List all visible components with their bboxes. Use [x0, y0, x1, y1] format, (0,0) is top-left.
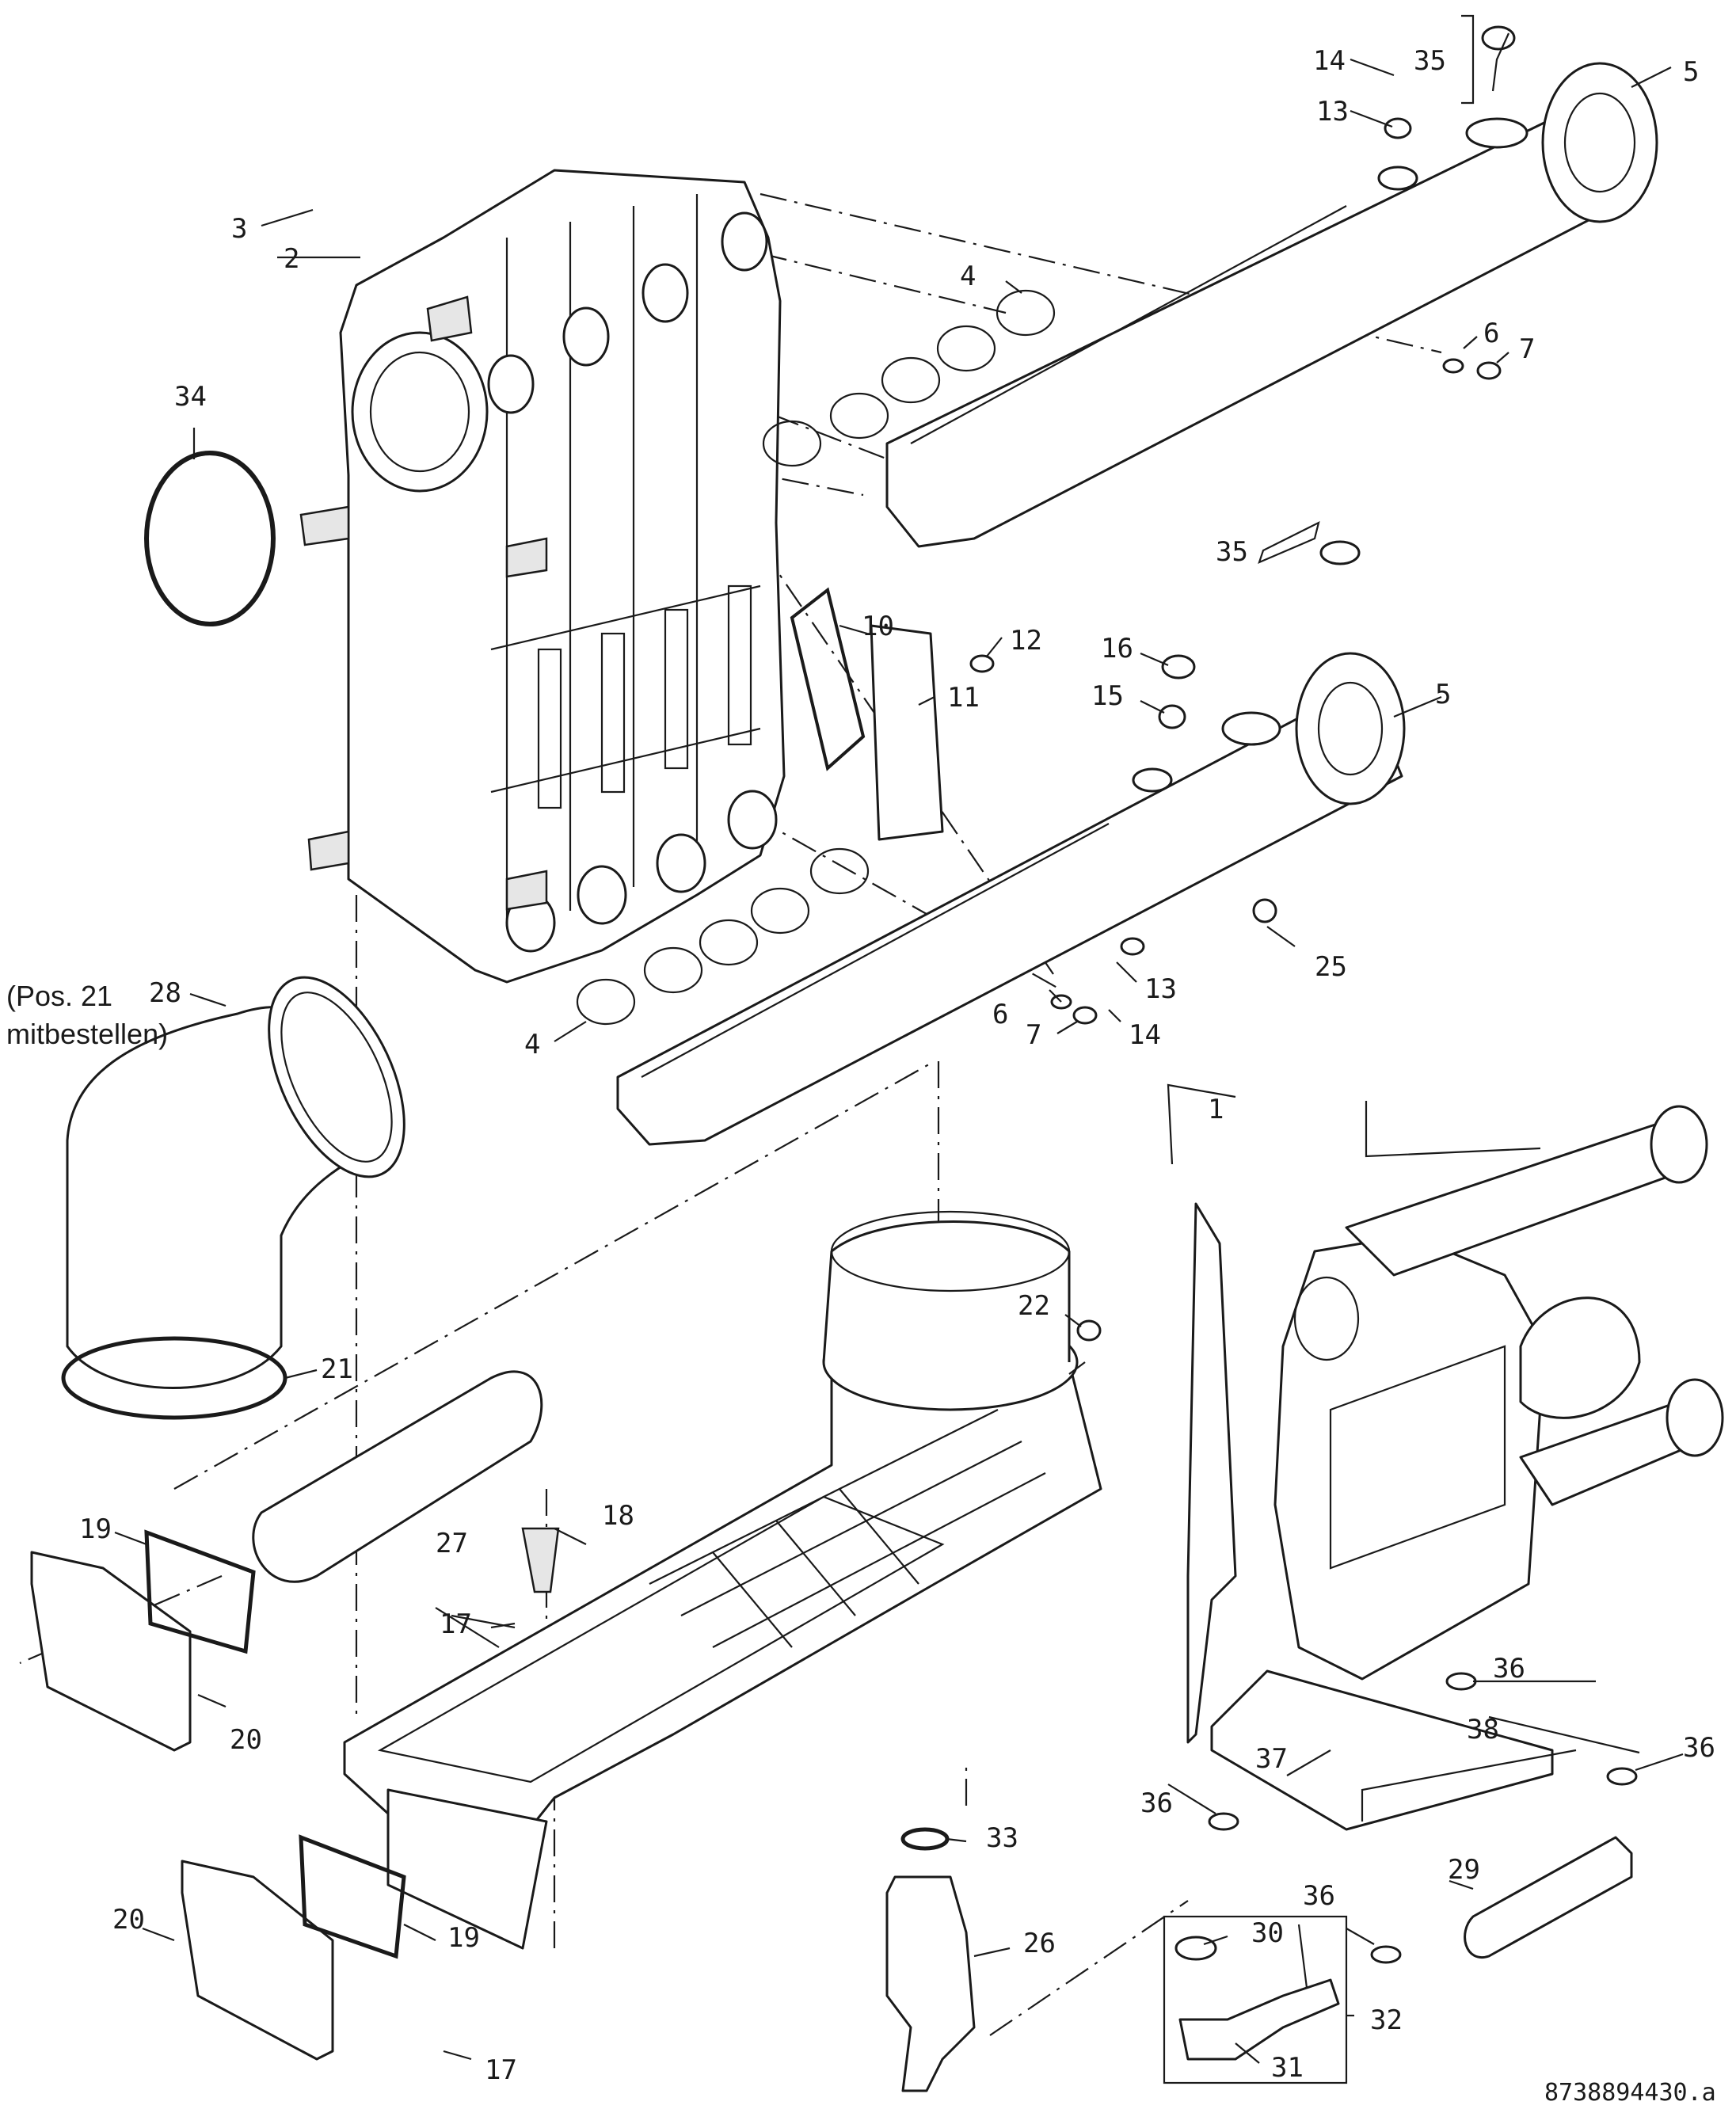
label-13-lower: 13 [1144, 973, 1177, 1005]
label-12: 12 [1010, 625, 1042, 657]
note-line-2: mitbestellen) [6, 1018, 168, 1050]
label-11: 11 [947, 682, 980, 714]
label-1: 1 [1208, 1094, 1224, 1125]
label-19-lower: 19 [447, 1922, 480, 1954]
seal-33 [900, 1827, 950, 1851]
label-26: 26 [1023, 1928, 1056, 1959]
label-5-upper: 5 [1683, 56, 1699, 88]
label-17-upper: 17 [440, 1608, 472, 1640]
label-2: 2 [284, 243, 299, 275]
gasket-19-upper [144, 1529, 256, 1654]
label-7-lower: 7 [1026, 1019, 1041, 1051]
label-35-upper: 35 [1414, 45, 1446, 77]
label-6-lower: 6 [992, 999, 1008, 1030]
label-15: 15 [1091, 680, 1124, 712]
condensate-pan [343, 1210, 1102, 1950]
label-36-c: 36 [1140, 1787, 1173, 1819]
label-25: 25 [1315, 951, 1347, 983]
label-18: 18 [602, 1500, 634, 1532]
label-37: 37 [1255, 1743, 1288, 1775]
elbow-31 [1178, 1978, 1340, 2061]
label-36-a: 36 [1493, 1653, 1525, 1685]
tee-32 [1297, 1924, 1308, 1989]
siphon-26 [885, 1875, 976, 2092]
label-21: 21 [321, 1353, 353, 1385]
label-10: 10 [862, 611, 894, 642]
lower-manifold [616, 652, 1406, 1146]
label-13-upper: 13 [1316, 96, 1349, 128]
note-line-1: (Pos. 21 [6, 980, 112, 1012]
seal-30 [1174, 1936, 1217, 1961]
gasket-10 [790, 587, 866, 771]
label-33: 33 [986, 1822, 1018, 1854]
label-27: 27 [436, 1528, 468, 1559]
label-29: 29 [1448, 1854, 1480, 1886]
assembled-unit [1186, 1101, 1724, 1831]
plug-18 [521, 1527, 560, 1593]
label-19-upper: 19 [79, 1513, 112, 1545]
label-3: 3 [231, 213, 247, 245]
label-14-lower: 14 [1129, 1019, 1161, 1051]
label-4-lower: 4 [524, 1029, 540, 1060]
label-17-lower: 17 [485, 2054, 517, 2086]
label-38: 38 [1467, 1714, 1499, 1745]
label-28: 28 [149, 977, 181, 1009]
ring-34 [144, 451, 276, 626]
label-31: 31 [1271, 2052, 1304, 2084]
label-5-lower: 5 [1435, 679, 1451, 710]
label-30: 30 [1251, 1917, 1284, 1949]
fasteners [969, 25, 1638, 1964]
document-id: 8738894430.a [1544, 2079, 1716, 2107]
label-20-upper: 20 [230, 1724, 262, 1756]
label-36-d: 36 [1303, 1880, 1335, 1912]
label-20-lower: 20 [112, 1904, 145, 1936]
label-22: 22 [1018, 1290, 1050, 1322]
upper-manifold [885, 62, 1658, 548]
label-7-upper: 7 [1519, 333, 1535, 365]
label-34: 34 [174, 381, 207, 413]
box-32 [1163, 1915, 1348, 2084]
label-36-b: 36 [1683, 1732, 1715, 1764]
label-16: 16 [1101, 633, 1133, 664]
leader-lines [114, 14, 1684, 2064]
cover-20-lower [181, 1860, 334, 2061]
silencer-27 [252, 1370, 543, 1583]
seal-rings [576, 289, 1056, 1026]
cartridge-29 [1464, 1836, 1633, 1959]
label-4-upper: 4 [960, 261, 976, 292]
label-32: 32 [1370, 2004, 1403, 2036]
label-6-upper: 6 [1483, 318, 1499, 349]
elbow-pipe [61, 976, 405, 1420]
callout-labels: 1 2 3 4 4 5 5 6 6 7 7 10 11 12 13 13 14 … [79, 45, 1715, 2086]
cover-20-upper [30, 1551, 192, 1752]
gasket-19-lower [299, 1834, 406, 1959]
cover-11 [870, 624, 944, 841]
heat-exchanger-block [299, 169, 786, 984]
label-35-lower: 35 [1216, 536, 1248, 568]
label-14-upper: 14 [1313, 45, 1346, 77]
